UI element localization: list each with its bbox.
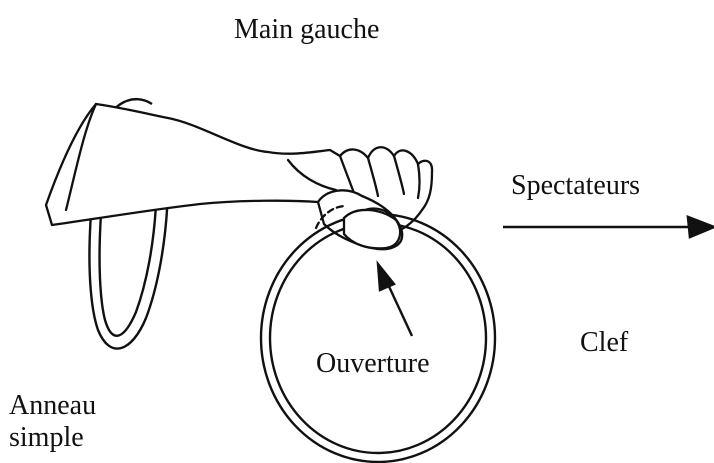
title-label: Main gauche xyxy=(234,16,379,44)
single-ring-label-line1: Anneau xyxy=(9,392,96,420)
audience-label: Spectateurs xyxy=(511,172,640,200)
opening-arrow xyxy=(378,264,412,336)
single-ring-label-line2: simple xyxy=(9,424,84,452)
key-label: Clef xyxy=(580,329,628,357)
audience-arrow xyxy=(503,217,714,237)
opening-label: Ouverture xyxy=(316,350,430,378)
key-ring xyxy=(261,214,495,462)
